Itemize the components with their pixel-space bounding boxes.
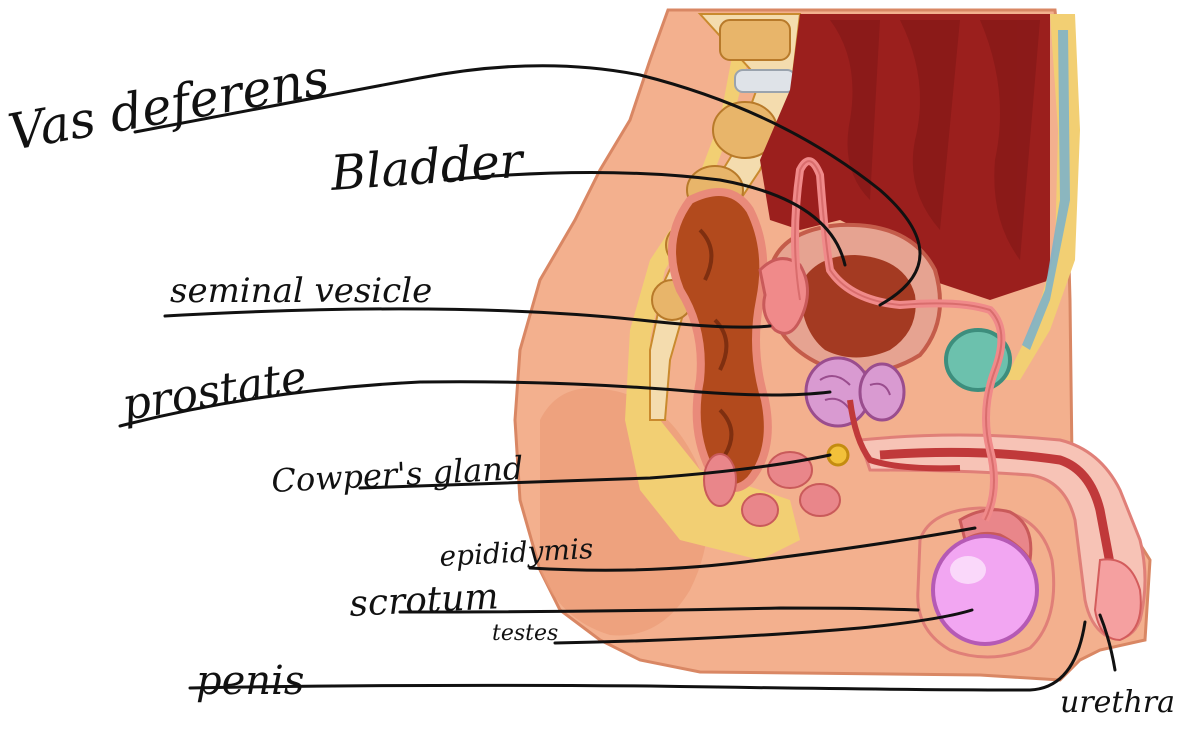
label-vas-deferens: Vas deferens [4,48,333,161]
label-testes: testes [492,621,558,646]
label-penis: penis [196,658,304,704]
label-seminal-vesicle: seminal vesicle [170,271,432,311]
label-scrotum: scrotum [348,576,499,625]
label-urethra: urethra [1060,685,1175,720]
label-cowpers-gland: Cowper's gland [270,449,524,500]
label-bladder: Bladder [328,132,528,202]
testis [933,536,1037,644]
anatomy-illustration [515,10,1150,680]
label-prostate: prostate [119,351,311,430]
